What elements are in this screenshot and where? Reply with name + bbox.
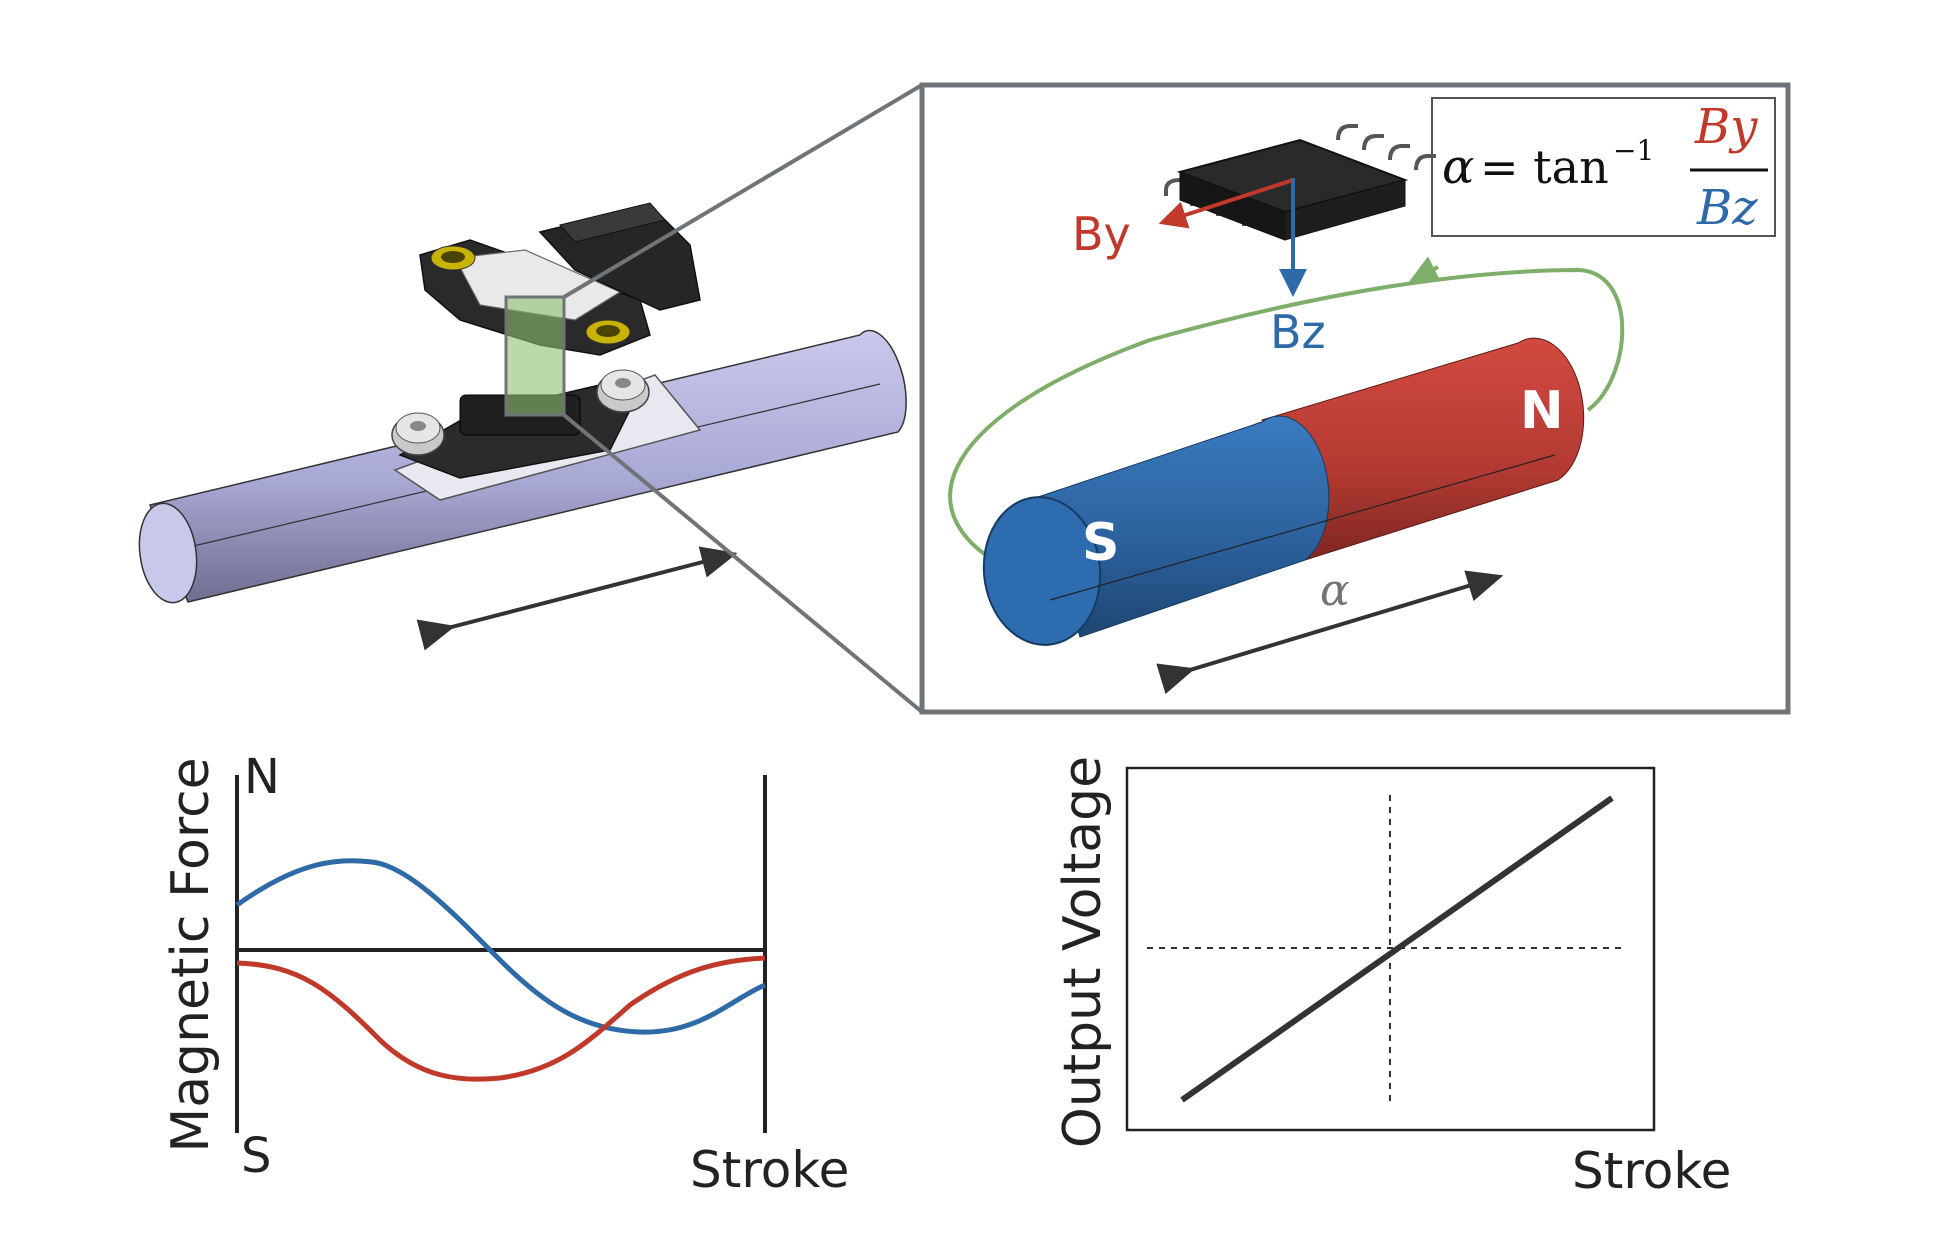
alpha-label: α xyxy=(1320,565,1350,616)
magnetic-force-plot: N S Stroke Magnetic Force xyxy=(161,749,849,1199)
sensing-zone-highlight xyxy=(504,295,566,417)
sensor-top-plate xyxy=(454,249,622,321)
connector-top xyxy=(559,202,666,243)
zoom-panel: α = tan −1 By Bz By Bz xyxy=(919,82,1791,715)
by-arrow xyxy=(1158,178,1294,229)
mf-bz-curve xyxy=(236,955,766,1082)
magnet-edge-line xyxy=(1049,454,1556,601)
ic-chip xyxy=(1164,124,1436,241)
field-loop-arrowhead xyxy=(1409,256,1441,282)
mf-y-label: Magnetic Force xyxy=(161,757,221,1152)
bushing-left xyxy=(430,245,476,271)
magnet-north-body xyxy=(1261,337,1585,561)
pole-n-label: N xyxy=(1520,381,1564,441)
shaft-end-cap xyxy=(138,502,198,604)
zoom-line-bottom xyxy=(562,413,924,714)
bar-magnet: S N xyxy=(982,337,1585,646)
nut-right xyxy=(596,369,650,413)
output-voltage-plot: Stroke Output Voltage xyxy=(1053,756,1731,1200)
formula-alpha: α xyxy=(1442,139,1474,195)
mf-bottom-label: S xyxy=(241,1128,271,1184)
stroke-arrow-magnet xyxy=(1156,570,1504,695)
sensor-assembly-illustration xyxy=(138,202,907,651)
formula-exponent: −1 xyxy=(1613,134,1654,167)
magnet-end-face xyxy=(982,496,1102,646)
formula-denominator: Bz xyxy=(1696,180,1758,236)
bz-label: Bz xyxy=(1270,305,1326,359)
magnet-south-body xyxy=(1037,415,1330,638)
ov-output-line xyxy=(1180,795,1614,1103)
by-label: By xyxy=(1072,207,1131,261)
formula-box xyxy=(1431,97,1776,237)
formula-numerator: By xyxy=(1694,99,1758,155)
mf-x-label: Stroke xyxy=(690,1141,849,1199)
stroke-arrow-shaft xyxy=(416,546,738,651)
ov-y-label: Output Voltage xyxy=(1053,756,1113,1148)
mf-by-curve xyxy=(235,858,766,1035)
zoom-line-top xyxy=(562,83,924,299)
pole-s-label: S xyxy=(1082,513,1119,573)
bushing-right xyxy=(585,319,631,345)
field-loop xyxy=(948,267,1625,576)
formula-tan: = tan xyxy=(1480,140,1609,194)
ov-frame xyxy=(1125,766,1656,1132)
nut-left xyxy=(391,412,445,456)
mf-top-label: N xyxy=(244,749,280,805)
ov-x-label: Stroke xyxy=(1572,1142,1731,1200)
